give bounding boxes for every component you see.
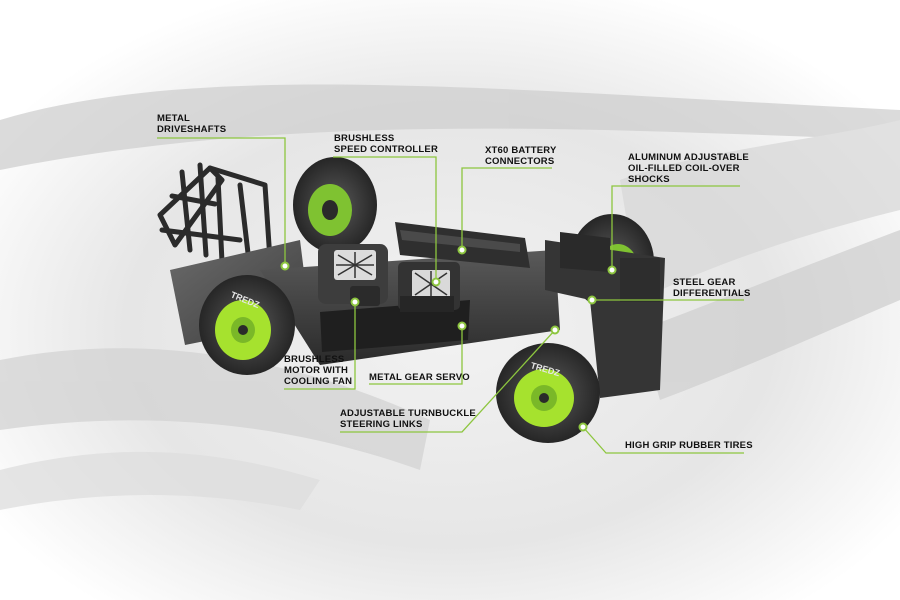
leader-tires [582,426,744,454]
leader-lines [157,137,744,454]
callout-dots [280,245,617,432]
front-near-tire [496,343,600,443]
rear-near-tire [199,275,295,375]
chassis-lower-plate [320,300,470,352]
leader-shocks [611,185,740,270]
leader-metal-driveshafts [157,137,286,266]
leader-servo [369,326,463,385]
leader-steering-links [340,329,556,433]
leader-motor [284,302,356,390]
rear-back-tire [293,157,377,253]
brush-strokes [0,84,900,510]
label-metal-gear-servo: METAL GEAR SERVO [369,372,470,383]
motor-assembly [318,244,388,306]
leader-battery-connectors [461,167,552,250]
esc-assembly [398,262,460,312]
rear-cage [157,162,273,273]
front-bulkhead [545,232,665,398]
label-high-grip-rubber-tires: HIGH GRIP RUBBER TIRES [625,440,753,451]
leader-speed-controller [333,156,437,282]
